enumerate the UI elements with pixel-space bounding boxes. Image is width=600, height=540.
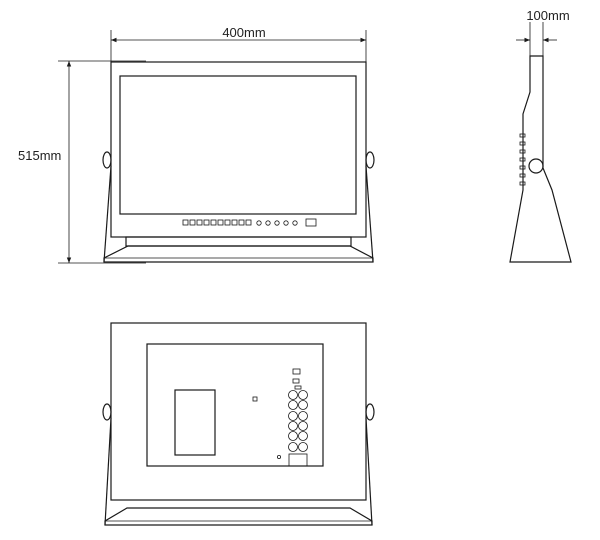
left-knob-icon <box>102 151 112 169</box>
depth-label: 100mm <box>526 8 569 23</box>
stand-arm-left <box>103 165 112 263</box>
rear-panel <box>146 343 324 467</box>
side-view: 100mm <box>509 8 572 263</box>
front-view: 400mm 515mm <box>18 25 375 264</box>
rear-label-plate <box>174 389 216 456</box>
rear-connectors <box>288 368 308 467</box>
rear-housing <box>110 322 367 501</box>
side-knob-icon <box>528 158 544 174</box>
front-screen <box>119 75 357 215</box>
rear-right-knob-icon <box>365 403 375 421</box>
front-bezel <box>110 61 367 238</box>
rear-stand-arm-right <box>365 417 373 526</box>
rear-left-knob-icon <box>102 403 112 421</box>
front-stand-base <box>103 236 374 263</box>
rear-stand-base <box>104 499 373 526</box>
rear-indicator <box>252 396 258 402</box>
rear-view <box>102 322 375 526</box>
rear-screw-icon <box>276 454 281 459</box>
front-control-buttons <box>182 218 317 227</box>
rear-stand-arm-left <box>104 417 112 526</box>
stand-arm-right <box>365 165 374 263</box>
height-label: 515mm <box>18 148 61 163</box>
right-knob-icon <box>365 151 375 169</box>
width-label: 400mm <box>222 25 265 40</box>
side-profile <box>509 55 572 263</box>
side-ports <box>519 133 526 186</box>
